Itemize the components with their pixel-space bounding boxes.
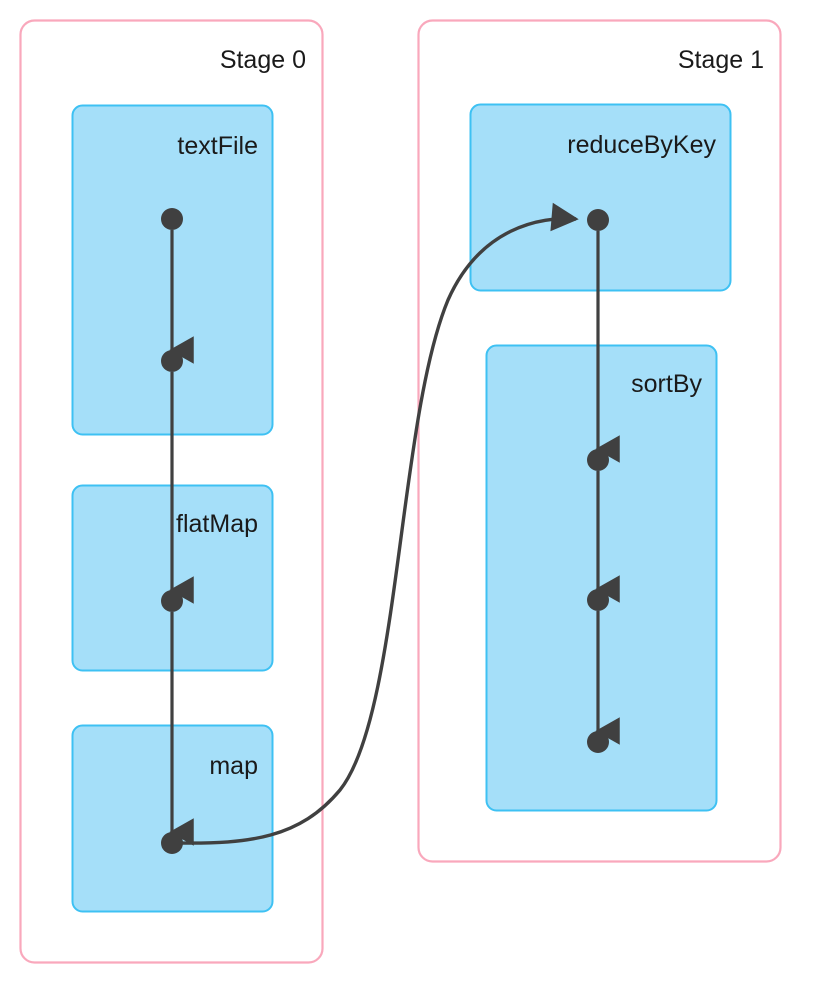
edge-shuffle-map-to-reducebykey xyxy=(177,202,579,845)
rdd-sortby-label: sortBy xyxy=(631,370,702,398)
stage-0-group[interactable]: Stage 0 textFile flatMap map xyxy=(19,19,324,964)
rdd-node-flatmap-1[interactable] xyxy=(161,590,183,612)
rdd-node-textfile-2[interactable] xyxy=(161,350,183,372)
rdd-flatmap-label: flatMap xyxy=(176,510,258,538)
rdd-node-textfile-1[interactable] xyxy=(161,208,183,230)
rdd-reducebykey-label: reduceByKey xyxy=(567,131,716,159)
rdd-node-map-1[interactable] xyxy=(161,832,183,854)
rdd-map-label: map xyxy=(209,752,258,780)
rdd-node-sortby-1[interactable] xyxy=(587,449,609,471)
rdd-reducebykey-group[interactable]: reduceByKey xyxy=(469,103,732,292)
stage-1-group[interactable]: Stage 1 reduceByKey sortBy xyxy=(417,19,782,863)
stage-1-label: Stage 1 xyxy=(678,46,764,74)
rdd-node-reducebykey-1[interactable] xyxy=(587,209,609,231)
rdd-node-sortby-2[interactable] xyxy=(587,589,609,611)
rdd-node-sortby-3[interactable] xyxy=(587,731,609,753)
rdd-reducebykey-box[interactable] xyxy=(469,103,732,292)
stage-0-label: Stage 0 xyxy=(220,46,306,74)
rdd-textfile-label: textFile xyxy=(177,132,258,160)
